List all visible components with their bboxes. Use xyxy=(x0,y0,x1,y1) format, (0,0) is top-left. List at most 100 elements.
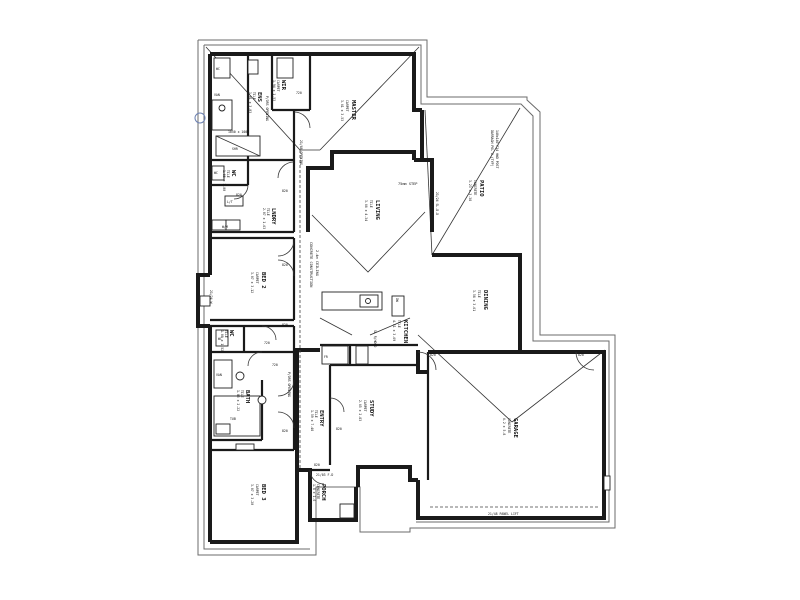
room-name: ENTRY xyxy=(318,410,324,427)
room-size: 2.07 x 1.63 xyxy=(262,208,266,229)
room-name: KITCHEN xyxy=(402,320,408,343)
rangehood-note: SL R/HOOD xyxy=(373,330,377,347)
room-size: 3.07 x 3.20 xyxy=(250,484,254,505)
door-size: 820 xyxy=(282,263,288,267)
room-study: STUDY CARPET 2.65 x 2.83 xyxy=(358,400,374,421)
room-name: LNDRY xyxy=(270,208,276,225)
room-size: 1.00 x 1.52 xyxy=(220,330,224,351)
room-wc2: WC TILE 1.00 x 1.52 xyxy=(220,330,234,351)
room-floor: TILE xyxy=(477,290,481,298)
room-floor: CARPET xyxy=(276,80,280,92)
room-floor: TILE xyxy=(314,410,318,418)
room-name: PATIO xyxy=(478,180,484,197)
room-size: 1.94 x 1.53 xyxy=(272,80,276,101)
room-bed3: BED 3 CARPET 3.07 x 3.20 xyxy=(250,484,266,505)
construction-note: CONCRETE CONSTRUCTION xyxy=(309,242,313,287)
door-size: 820 xyxy=(282,429,288,433)
door-size: 820 xyxy=(282,189,288,193)
laundry-tub-tag: L/T xyxy=(227,200,233,204)
roof-eave-outline xyxy=(197,39,616,556)
room-wc1: WC TILE 1.55 x 1.00 xyxy=(222,170,236,191)
fixture-labels: WC VAN SHR WC L/T WC VAN TUB FR xyxy=(214,67,328,421)
room-dining: DINING TILE 3.58 x 3.61 xyxy=(472,290,488,311)
room-floor: CONCRETE xyxy=(507,418,511,433)
room-floor: TILE xyxy=(240,390,244,398)
room-size: 6.2 x 5.8 xyxy=(502,418,506,435)
patio-post-note: 140x140 F14 HWD POST xyxy=(495,130,499,168)
room-floor: CARPET xyxy=(255,272,259,284)
room-name: MASTER xyxy=(350,100,356,121)
room-name: STUDY xyxy=(368,400,374,417)
room-floor: CARPET xyxy=(363,400,367,412)
fridge-tag: FR xyxy=(324,355,328,359)
room-size: 1.05 x 2.22 xyxy=(236,390,240,411)
room-wir: WIR CARPET 1.94 x 1.53 xyxy=(272,80,286,101)
room-name: WC xyxy=(230,170,236,177)
room-floor: CARPET xyxy=(255,484,259,496)
room-lndry: LNDRY TILE 2.07 x 1.63 xyxy=(262,208,276,229)
room-floor: CONCRETE xyxy=(316,484,320,499)
garage-door-note: 21/48 PANEL LIFT xyxy=(488,512,519,516)
wc-tag-3: WC xyxy=(218,337,222,341)
room-bath: BATH TILE 1.05 x 2.22 xyxy=(236,390,250,411)
room-size: 2.65 x 2.83 xyxy=(358,400,362,421)
room-labels: MASTER CARPET 3.61 x 3.53 ENS TILE 1.01 … xyxy=(220,80,518,505)
bath-tub-tag: TUB xyxy=(230,417,236,421)
door-size: 820 xyxy=(236,193,242,197)
room-floor: TILE xyxy=(369,200,373,208)
door-size: 820 xyxy=(314,463,320,467)
van-tag-2: VAN xyxy=(216,373,222,377)
room-living: LIVING TILE 3.66 x 4.34 xyxy=(364,200,380,221)
room-floor: TILE xyxy=(252,92,256,100)
door-swings xyxy=(233,111,600,508)
door-size: 820 xyxy=(578,353,584,357)
external-walls xyxy=(196,52,606,544)
room-name: DINING xyxy=(482,290,488,311)
room-ens: ENS TILE 1.01 x 3.03 xyxy=(248,92,262,113)
wc-tag-2: WC xyxy=(214,171,218,175)
internal-walls xyxy=(210,54,430,480)
patio-deck-note: DARRAGH POL 2 (TYP) xyxy=(490,130,494,167)
door-size: 820 xyxy=(336,427,342,431)
room-size: 4.11 x 3.69 xyxy=(392,320,396,341)
door-size: 720 xyxy=(264,341,270,345)
pdrs-note-bath: P/DRS OPENING xyxy=(287,372,291,397)
window-note: 21/24 W xyxy=(209,290,213,304)
room-name: BED 2 xyxy=(260,272,266,289)
room-garage: GARAGE CONCRETE 6.2 x 5.8 xyxy=(502,418,518,438)
room-name: LIVING xyxy=(374,200,380,221)
room-floor: CARPET xyxy=(345,100,349,112)
room-name: PORCH xyxy=(320,484,326,501)
washing-machine-note: W/M xyxy=(222,225,228,229)
room-size: 3.61 x 3.53 xyxy=(340,100,344,121)
wc-tag: WC xyxy=(216,67,220,71)
roof-hip-lines xyxy=(205,46,606,423)
room-kitchen: KITCHEN TILE 4.11 x 3.69 xyxy=(392,320,408,343)
pdrs-note-ens: P/DRS OPENING xyxy=(265,96,269,121)
plan-notes: 2.4m CEILING CONCRETE CONSTRUCTION 75mm … xyxy=(209,96,519,516)
room-entry: ENTRY TILE 1.59 x 7.48 xyxy=(310,410,324,431)
van-tag: VAN xyxy=(214,93,220,97)
room-patio: PATIO CONCRETE 3.23 x 3.38 xyxy=(468,180,484,201)
fixtures xyxy=(199,57,611,519)
room-size: 3.07 x 3.12 xyxy=(250,272,254,293)
room-name: ENS xyxy=(256,92,262,102)
room-floor: CONCRETE xyxy=(473,180,477,195)
door-size: 820 xyxy=(430,353,436,357)
room-porch: PORCH CONCRETE 1.8 x 1.6 xyxy=(312,484,326,501)
room-name: WIR xyxy=(280,80,286,91)
ceiling-note: 2.4m CEILING xyxy=(315,250,319,276)
room-size: 1.8 x 1.6 xyxy=(312,484,316,501)
room-floor: TILE xyxy=(266,208,270,216)
room-name: WC xyxy=(228,330,234,337)
door-size: 720 xyxy=(272,363,278,367)
step-note: 75mm STEP xyxy=(398,182,417,186)
room-size: 3.23 x 3.38 xyxy=(468,180,472,201)
room-name: BATH xyxy=(244,390,250,403)
front-door-note: 21/03 F.D xyxy=(316,473,333,477)
shower-size-note: 1050 x 1000 xyxy=(228,130,249,134)
door-size-labels: 720 820 820 820 820 720 720 820 820 820 … xyxy=(236,91,584,467)
room-size: 3.66 x 4.34 xyxy=(364,200,368,221)
room-size: 1.55 x 1.00 xyxy=(222,170,226,191)
